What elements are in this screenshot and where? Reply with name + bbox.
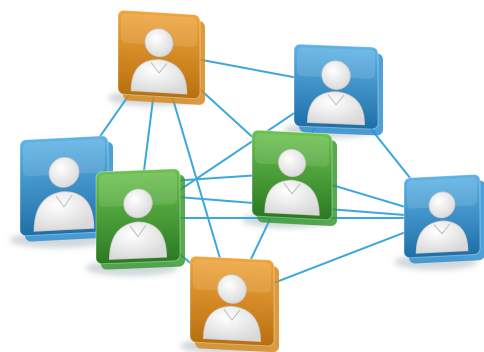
- person-icon: [33, 156, 95, 232]
- node-right-green: [251, 129, 337, 226]
- top-orange-avatar-body: [130, 59, 188, 95]
- person-icon: [203, 274, 261, 342]
- person-icon: [264, 148, 320, 216]
- top-orange-avatar-collar: [150, 62, 168, 74]
- network-nodes: [19, 9, 484, 352]
- far-right-blue-avatar-head: [428, 191, 456, 219]
- node-top-orange: [117, 9, 205, 105]
- bottom-orange-avatar-head: [217, 274, 247, 304]
- node-top-right-blue: [293, 43, 383, 136]
- person-icon: [307, 60, 365, 126]
- far-right-blue-avatar-body: [415, 220, 469, 254]
- node-left-blue: [19, 135, 113, 242]
- person-icon: [130, 28, 188, 95]
- right-green-avatar-head: [277, 148, 307, 177]
- center-green-avatar-head: [123, 188, 153, 219]
- bottom-orange-avatar-body: [203, 305, 261, 342]
- bottom-orange-avatar-collar: [223, 309, 241, 321]
- left-blue-avatar-collar: [55, 194, 73, 208]
- left-blue-avatar-body: [33, 191, 95, 232]
- center-green-avatar-body: [109, 221, 167, 260]
- person-icon: [415, 191, 469, 254]
- person-icon: [109, 188, 167, 260]
- node-far-right-blue: [403, 173, 484, 264]
- top-orange-avatar-head: [144, 28, 174, 58]
- right-green-avatar-collar: [283, 182, 301, 195]
- left-blue-avatar-head: [48, 156, 80, 188]
- center-green-avatar-collar: [129, 224, 147, 238]
- top-right-blue-avatar-head: [321, 60, 351, 90]
- node-bottom-orange: [189, 255, 279, 352]
- right-green-avatar-body: [264, 179, 320, 216]
- top-right-blue-avatar-body: [307, 91, 365, 126]
- node-center-green: [95, 168, 185, 270]
- top-right-blue-avatar-collar: [327, 94, 345, 106]
- far-right-blue-avatar-collar: [433, 223, 451, 235]
